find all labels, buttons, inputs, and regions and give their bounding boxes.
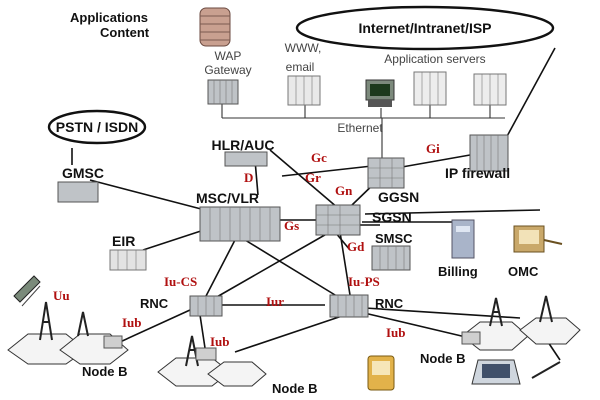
ethernet-label: Ethernet [337, 121, 383, 135]
sgsn-node: SGSN [315, 204, 412, 236]
gd-label: Gd [347, 239, 365, 254]
application-servers: Application servers [365, 52, 507, 107]
iub-left-label: Iub [122, 315, 142, 330]
gs-label: Gs [284, 218, 299, 233]
iu-ps-label: Iu-PS [348, 274, 380, 289]
gr-label: Gr [305, 170, 321, 185]
pda-device [367, 355, 395, 391]
ip-firewall-node: IP firewall [445, 134, 510, 181]
interface-labels: Gc Gi D Gr Gn Gs Gd Iu-CS Iu-PS Uu Iur I… [53, 141, 440, 349]
node-b-center-label: Node B [272, 381, 318, 396]
mobile-phone-left [13, 275, 41, 307]
billing-label: Billing [438, 264, 478, 279]
www-label: WWW, [285, 41, 322, 55]
internet-label: Internet/Intranet/ISP [358, 20, 491, 36]
d-label: D [244, 170, 253, 185]
omc-node: OMC [508, 225, 563, 279]
eir-node: EIR [109, 233, 147, 271]
app-servers-label: Application servers [384, 52, 485, 66]
node-b-left: Node B [7, 301, 129, 379]
laptop-device [471, 359, 561, 385]
rnc-left-node: RNC [140, 295, 223, 317]
ggsn-label: GGSN [378, 189, 419, 205]
pstn-cloud: PSTN / ISDN [47, 109, 147, 145]
iur-label: Iur [266, 294, 284, 309]
sgsn-label: SGSN [372, 209, 412, 225]
hlr-label: HLR/AUC [212, 137, 275, 153]
uu-label: Uu [53, 288, 70, 303]
ip-firewall-label: IP firewall [445, 165, 510, 181]
smsc-node: SMSC [371, 231, 413, 271]
eir-label: EIR [112, 233, 135, 249]
billing-node: Billing [438, 219, 478, 279]
email-label: email [286, 60, 315, 74]
iu-cs-label: Iu-CS [164, 274, 197, 289]
hlr-auc-node: HLR/AUC [212, 137, 275, 167]
node-b-left-label: Node B [82, 364, 128, 379]
gi-label: Gi [426, 141, 440, 156]
rnc-left-label: RNC [140, 296, 169, 311]
rnc-right-node: RNC [329, 294, 404, 318]
omc-label: OMC [508, 264, 539, 279]
node-b-right-label: Node B [420, 351, 466, 366]
wap-gateway: WAP Gateway [204, 49, 252, 105]
gc-label: Gc [311, 150, 327, 165]
iub-right-label: Iub [386, 325, 406, 340]
node-b-right: Node B [420, 295, 581, 366]
msc-vlr-label: MSC/VLR [196, 190, 259, 206]
gmsc-label: GMSC [62, 165, 104, 181]
pstn-label: PSTN / ISDN [56, 119, 138, 135]
iub-center-label: Iub [210, 334, 230, 349]
gn-label: Gn [335, 183, 353, 198]
ggsn-node: GGSN [367, 157, 419, 205]
wap-label-2: Gateway [204, 63, 251, 77]
node-b-center: Node B [157, 335, 318, 396]
smsc-label: SMSC [375, 231, 413, 246]
www-email-server: WWW, email [285, 41, 322, 106]
applications-content-server: Applications Content [70, 7, 231, 47]
content-label: Content [100, 25, 150, 40]
gmsc-node: GMSC [57, 165, 104, 203]
wap-label-1: WAP [215, 49, 242, 63]
applications-label: Applications [70, 10, 148, 25]
internet-cloud: Internet/Intranet/ISP [295, 5, 555, 51]
ethernet-bus: Ethernet [221, 103, 505, 160]
rnc-right-label: RNC [375, 296, 404, 311]
msc-vlr-node: MSC/VLR [196, 190, 281, 242]
